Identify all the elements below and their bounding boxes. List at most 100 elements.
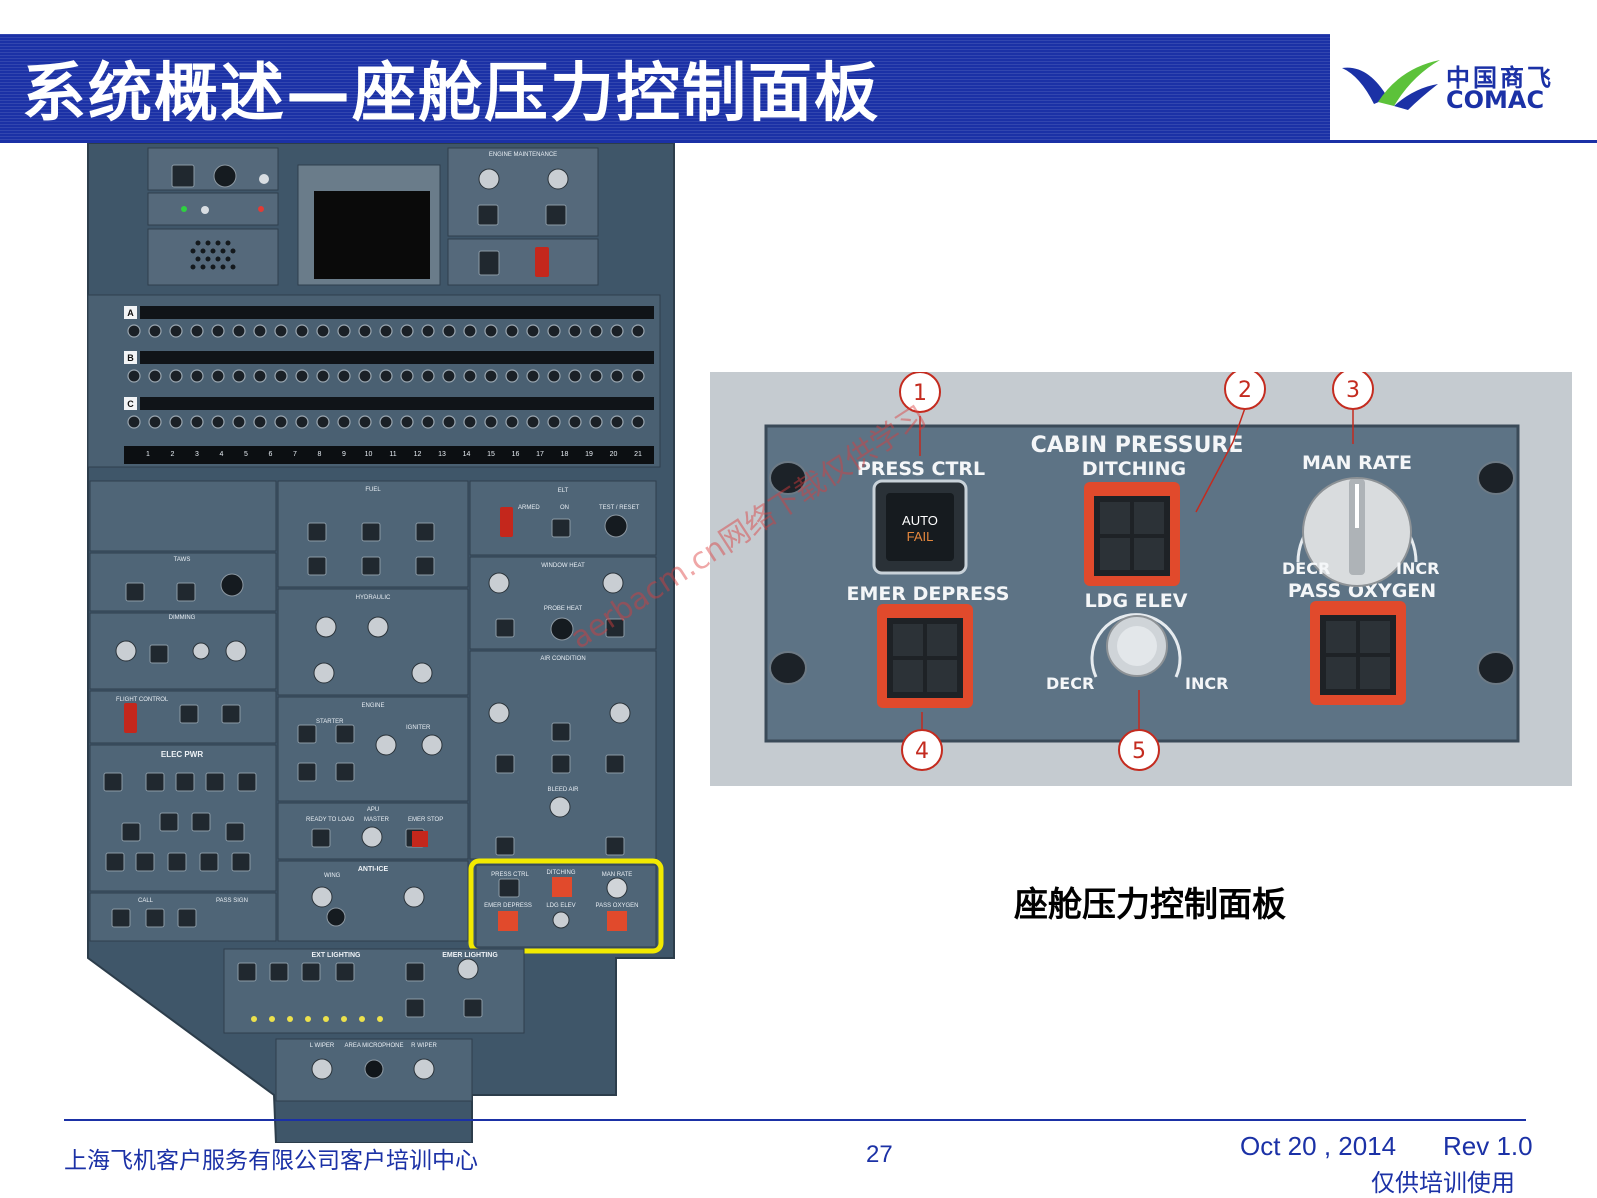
circuit-breaker[interactable] xyxy=(295,324,309,338)
circuit-breaker[interactable] xyxy=(232,415,246,429)
circuit-breaker[interactable] xyxy=(631,369,645,383)
circuit-breaker[interactable] xyxy=(526,324,540,338)
circuit-breaker[interactable] xyxy=(463,324,477,338)
circuit-breaker[interactable] xyxy=(169,415,183,429)
circuit-breaker[interactable] xyxy=(484,369,498,383)
circuit-breaker[interactable] xyxy=(232,324,246,338)
cb-label-strip xyxy=(140,397,654,410)
circuit-breaker[interactable] xyxy=(253,369,267,383)
circuit-breaker[interactable] xyxy=(421,415,435,429)
circuit-breaker[interactable] xyxy=(211,369,225,383)
callout-4: 4 xyxy=(915,739,929,764)
circuit-breaker[interactable] xyxy=(337,415,351,429)
circuit-breaker[interactable] xyxy=(148,369,162,383)
circuit-breaker[interactable] xyxy=(169,369,183,383)
circuit-breaker[interactable] xyxy=(421,324,435,338)
circuit-breaker[interactable] xyxy=(568,369,582,383)
circuit-breaker[interactable] xyxy=(148,415,162,429)
circuit-breaker[interactable] xyxy=(589,415,603,429)
circuit-breaker[interactable] xyxy=(358,369,372,383)
pass-oxygen-guarded-button[interactable] xyxy=(1310,601,1406,705)
l-wiper-label: L WIPER xyxy=(310,1043,335,1049)
logo-text-en: COMAC xyxy=(1446,86,1545,114)
circuit-breaker[interactable] xyxy=(442,324,456,338)
circuit-breaker[interactable] xyxy=(610,415,624,429)
cb-column-number: 14 xyxy=(463,451,471,458)
circuit-breaker[interactable] xyxy=(190,324,204,338)
circuit-breaker[interactable] xyxy=(379,415,393,429)
circuit-breaker[interactable] xyxy=(211,324,225,338)
cb-row-label-box xyxy=(124,397,137,410)
circuit-breaker[interactable] xyxy=(337,324,351,338)
circuit-breaker[interactable] xyxy=(190,415,204,429)
circuit-breaker[interactable] xyxy=(589,369,603,383)
circuit-breaker[interactable] xyxy=(127,415,141,429)
circuit-breaker[interactable] xyxy=(190,369,204,383)
ditching-guarded-button[interactable] xyxy=(1084,482,1180,586)
circuit-breaker[interactable] xyxy=(316,324,330,338)
cabin-pressure-highlight xyxy=(468,858,664,954)
ldg-elev-knob[interactable] xyxy=(1090,613,1182,678)
circuit-breaker[interactable] xyxy=(148,324,162,338)
call-label: CALL xyxy=(138,898,154,904)
circuit-breaker[interactable] xyxy=(631,324,645,338)
circuit-breaker[interactable] xyxy=(568,415,582,429)
circuit-breaker[interactable] xyxy=(358,324,372,338)
circuit-breaker[interactable] xyxy=(631,415,645,429)
circuit-breaker[interactable] xyxy=(211,415,225,429)
circuit-breaker[interactable] xyxy=(589,324,603,338)
circuit-breaker[interactable] xyxy=(421,369,435,383)
circuit-breaker[interactable] xyxy=(526,415,540,429)
circuit-breaker[interactable] xyxy=(127,324,141,338)
emer-depress-guarded-button[interactable] xyxy=(877,604,973,708)
circuit-breaker[interactable] xyxy=(484,324,498,338)
circuit-breaker[interactable] xyxy=(358,415,372,429)
circuit-breaker[interactable] xyxy=(400,415,414,429)
circuit-breaker[interactable] xyxy=(610,369,624,383)
circuit-breaker[interactable] xyxy=(505,369,519,383)
engine-label: ENGINE xyxy=(361,703,384,709)
cb-column-number: 5 xyxy=(244,451,248,458)
circuit-breaker[interactable] xyxy=(316,369,330,383)
circuit-breaker[interactable] xyxy=(379,324,393,338)
circuit-breaker[interactable] xyxy=(337,369,351,383)
circuit-breaker[interactable] xyxy=(505,415,519,429)
ldg-elev-incr-label: INCR xyxy=(1185,674,1228,693)
circuit-breaker[interactable] xyxy=(547,415,561,429)
man-rate-knob[interactable] xyxy=(1296,477,1418,587)
cb-column-number: 18 xyxy=(561,451,569,458)
circuit-breaker[interactable] xyxy=(526,369,540,383)
circuit-breaker[interactable] xyxy=(274,324,288,338)
apu-master-label: MASTER xyxy=(364,817,390,823)
circuit-breaker[interactable] xyxy=(484,415,498,429)
probe-heat-label: PROBE HEAT xyxy=(544,606,583,612)
circuit-breaker[interactable] xyxy=(547,324,561,338)
circuit-breaker[interactable] xyxy=(295,415,309,429)
circuit-breaker[interactable] xyxy=(442,415,456,429)
circuit-breaker[interactable] xyxy=(127,369,141,383)
comac-logo-icon xyxy=(1342,60,1440,110)
circuit-breaker[interactable] xyxy=(547,369,561,383)
circuit-breaker[interactable] xyxy=(169,324,183,338)
press-ctrl-button[interactable]: AUTO FAIL xyxy=(872,479,968,575)
circuit-breaker[interactable] xyxy=(463,369,477,383)
circuit-breaker[interactable] xyxy=(232,369,246,383)
cb-column-number: 13 xyxy=(438,451,446,458)
circuit-breaker[interactable] xyxy=(379,369,393,383)
circuit-breaker[interactable] xyxy=(400,324,414,338)
footer-organization: 上海飞机客户服务有限公司客户培训中心 xyxy=(64,1148,478,1174)
circuit-breaker[interactable] xyxy=(442,369,456,383)
circuit-breaker[interactable] xyxy=(505,324,519,338)
circuit-breaker[interactable] xyxy=(610,324,624,338)
circuit-breaker[interactable] xyxy=(295,369,309,383)
circuit-breaker[interactable] xyxy=(253,324,267,338)
cb-column-number: 15 xyxy=(487,451,495,458)
circuit-breaker[interactable] xyxy=(253,415,267,429)
circuit-breaker[interactable] xyxy=(316,415,330,429)
circuit-breaker[interactable] xyxy=(568,324,582,338)
circuit-breaker[interactable] xyxy=(274,369,288,383)
cb-label-strip xyxy=(140,351,654,364)
circuit-breaker[interactable] xyxy=(463,415,477,429)
circuit-breaker[interactable] xyxy=(274,415,288,429)
circuit-breaker[interactable] xyxy=(400,369,414,383)
